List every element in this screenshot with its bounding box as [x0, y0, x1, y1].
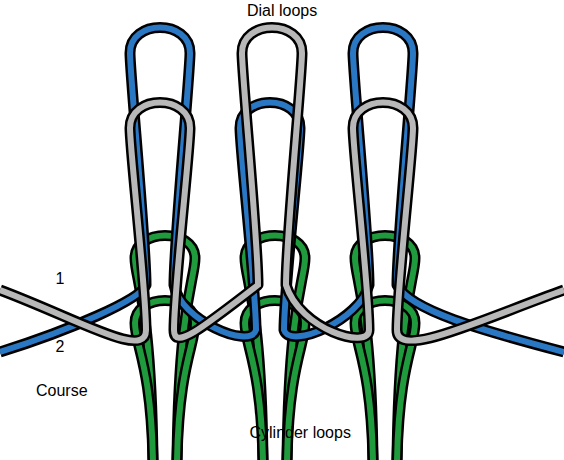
course-number: 1 [56, 270, 65, 288]
blue-yarn [0, 28, 564, 353]
heading-label: Dial loops [247, 2, 317, 20]
heading-label: Cylinder loops [250, 424, 351, 442]
course-number: 2 [56, 338, 65, 356]
axis-label: Course [36, 382, 88, 400]
grey-yarn [0, 28, 564, 341]
